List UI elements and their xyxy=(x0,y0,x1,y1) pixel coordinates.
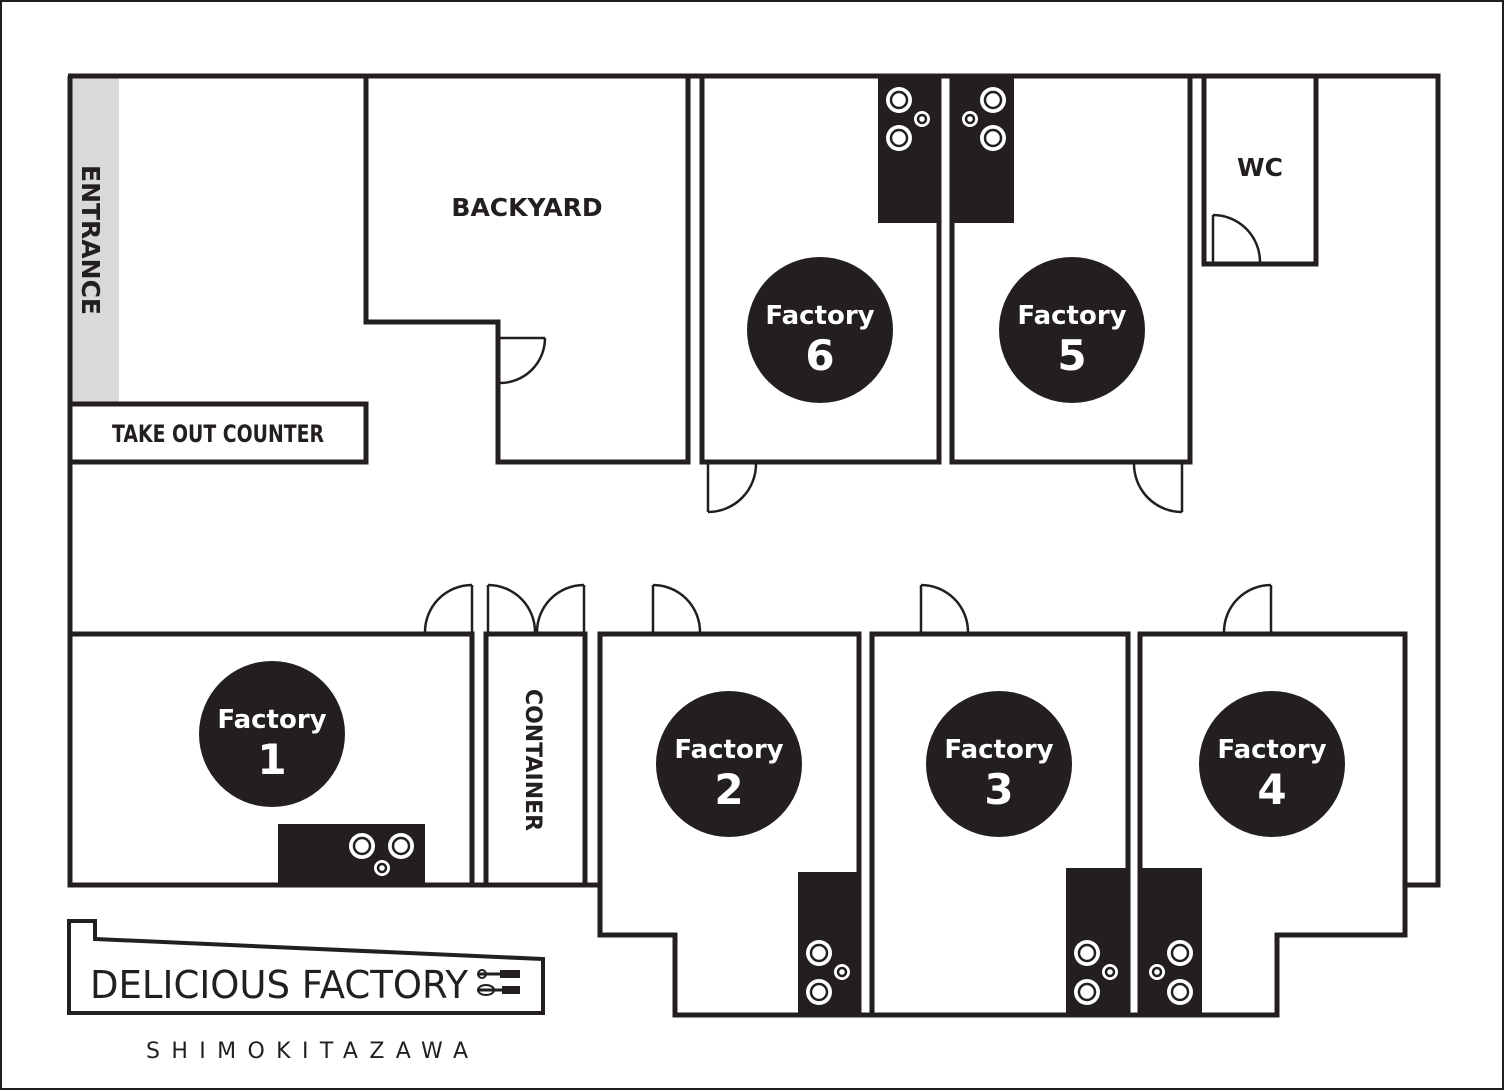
factory-1-stove xyxy=(278,824,425,884)
wc-room xyxy=(1201,73,1319,267)
factory-5-title: Factory xyxy=(1017,301,1126,331)
logo-location: SHIMOKITAZAWA xyxy=(146,1039,468,1064)
factory-2-door xyxy=(651,583,702,633)
factory-4-door xyxy=(1222,583,1273,633)
factory-2-number: 2 xyxy=(714,765,743,814)
logo-name: DELICIOUS FACTORY xyxy=(90,963,469,1007)
factory-1-title: Factory xyxy=(217,705,326,735)
container-room xyxy=(483,631,588,888)
entrance-area xyxy=(70,78,119,403)
factory-4-title: Factory xyxy=(1217,735,1326,765)
factory-2-stove xyxy=(798,872,858,1014)
factory-4-room xyxy=(1137,631,1408,1015)
factory-5-number: 5 xyxy=(1057,331,1086,380)
factory-3-title: Factory xyxy=(944,735,1053,765)
wc-door xyxy=(1211,213,1262,263)
factory-3-marker: Factory 3 xyxy=(926,691,1072,837)
factory-5-marker: Factory 5 xyxy=(999,257,1145,403)
factory-5-door xyxy=(1132,463,1184,514)
factory-1-marker: Factory 1 xyxy=(199,661,345,807)
take-out-counter xyxy=(67,401,369,465)
factory-2-marker: Factory 2 xyxy=(656,691,802,837)
logo-frame xyxy=(67,919,545,1015)
container-double-door xyxy=(486,583,586,633)
factory-6-stove xyxy=(878,78,940,223)
factory-5-room xyxy=(949,73,1193,465)
factory-6-room xyxy=(699,73,942,465)
factory-3-number: 3 xyxy=(984,765,1013,814)
entrance-label: ENTRANCE xyxy=(76,165,105,315)
factory-6-number: 6 xyxy=(805,331,834,380)
kitchen-utensils-icon xyxy=(477,969,520,996)
factory-2-room xyxy=(597,631,862,1015)
factory-4-number: 4 xyxy=(1257,765,1286,814)
factory-3-room xyxy=(869,631,1131,1015)
factory-3-door xyxy=(919,583,970,633)
factory-4-stove xyxy=(1140,868,1202,1014)
factory-6-door xyxy=(706,463,758,514)
factory-4-marker: Factory 4 xyxy=(1199,691,1345,837)
factory-1-door xyxy=(423,583,474,633)
wc-label: WC xyxy=(1237,153,1283,182)
factory-3-stove xyxy=(1066,868,1128,1014)
take-out-counter-label: TAKE OUT COUNTER xyxy=(112,420,324,448)
container-label: CONTAINER xyxy=(520,689,545,831)
factory-2-title: Factory xyxy=(674,735,783,765)
factory-6-marker: Factory 6 xyxy=(747,257,893,403)
backyard-label: BACKYARD xyxy=(451,193,602,222)
backyard-door xyxy=(499,336,547,385)
factory-5-stove xyxy=(952,78,1014,223)
factory-6-title: Factory xyxy=(765,301,874,331)
backyard-walls xyxy=(363,76,691,465)
outer-walls xyxy=(67,73,1441,1018)
logo: DELICIOUS FACTORY SHIMOKITAZAWA xyxy=(67,919,545,1064)
factory-1-number: 1 xyxy=(257,735,286,784)
factory-1-room xyxy=(70,631,475,885)
